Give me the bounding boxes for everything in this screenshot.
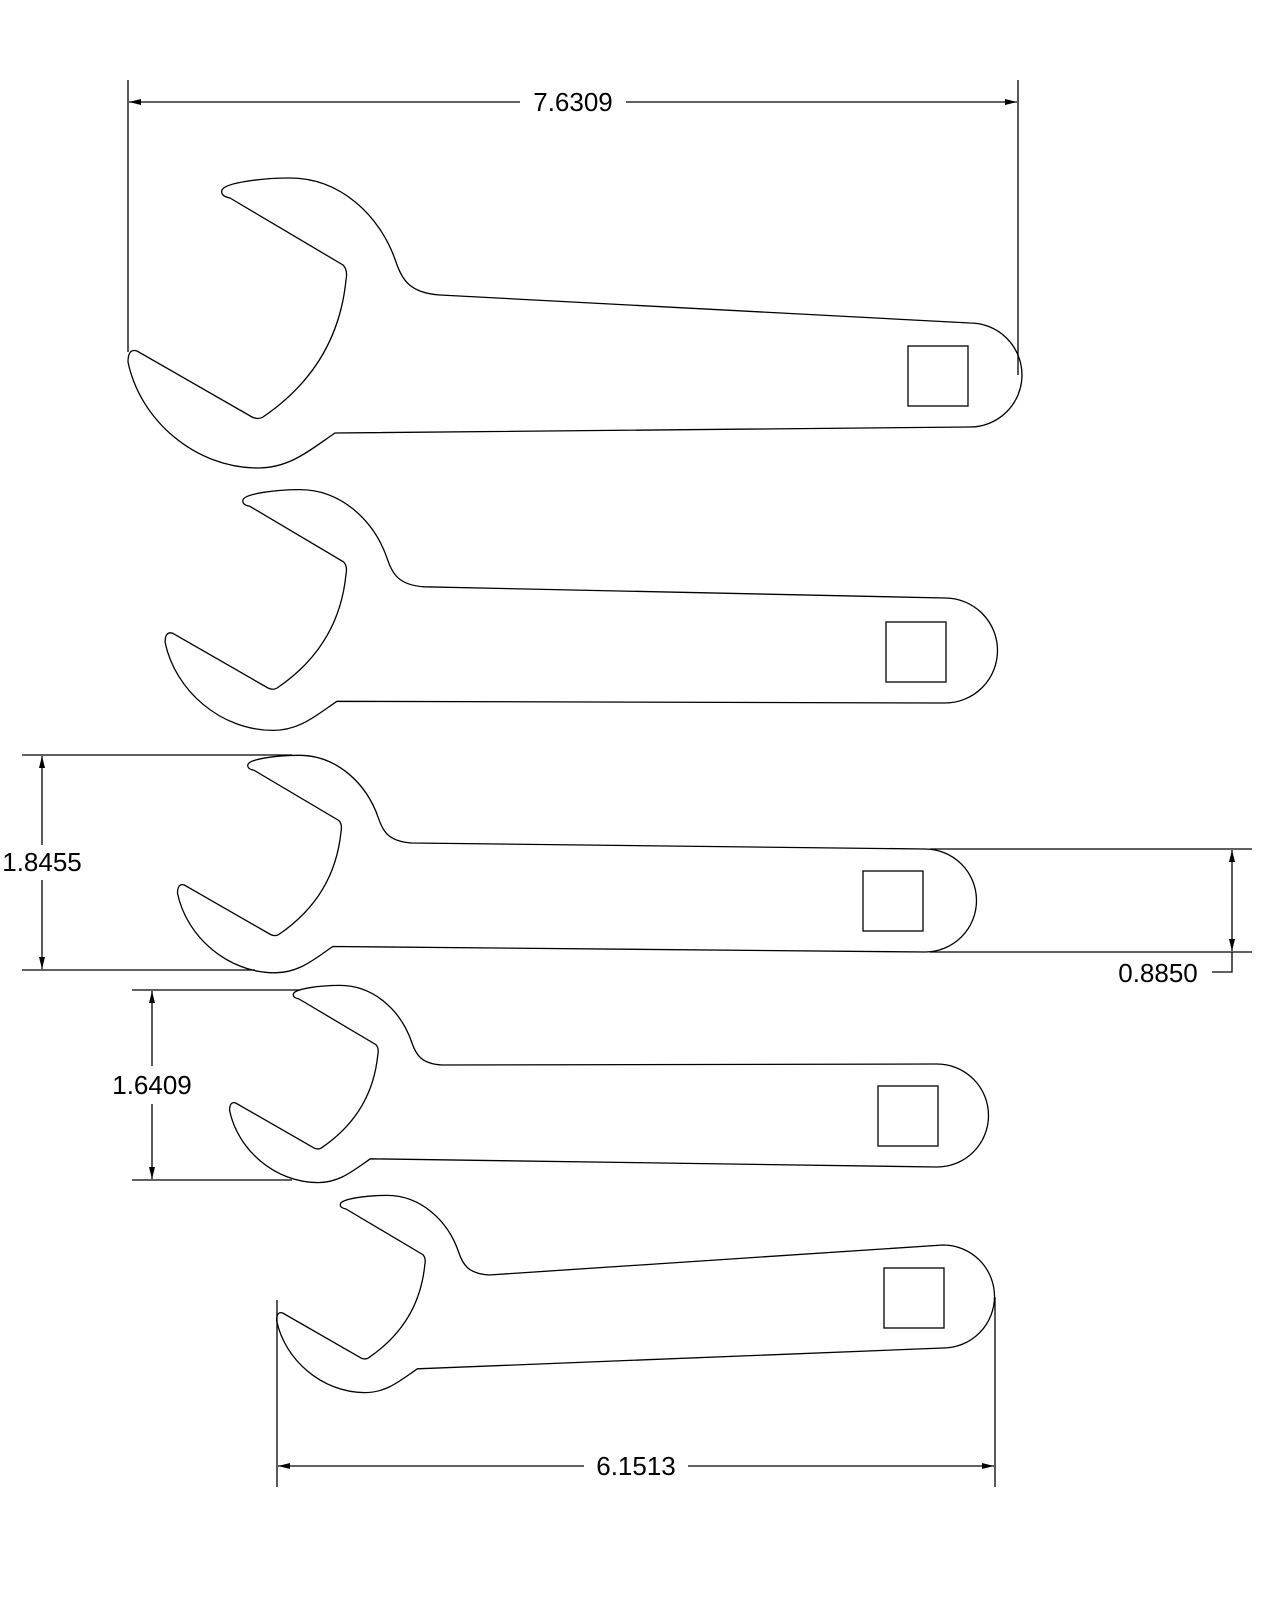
wrench-4 xyxy=(228,984,990,1184)
square-drive-hole xyxy=(862,870,924,932)
dimension-label: 1.8455 xyxy=(2,847,82,877)
wrench-1 xyxy=(127,177,1023,469)
dimension-head-height-large: 1.8455 xyxy=(0,754,292,971)
dimension-bottom-width: 6.1513 xyxy=(276,1297,996,1487)
dimension-label: 1.6409 xyxy=(112,1070,192,1100)
square-drive-hole xyxy=(885,621,947,683)
dimension-top-width: 7.6309 xyxy=(127,80,1019,375)
wrench-3 xyxy=(176,754,978,974)
wrench-outline xyxy=(176,754,978,974)
dimension-label: 6.1513 xyxy=(596,1451,676,1481)
wrench-outline xyxy=(228,984,990,1184)
dimension-head-height-medium: 1.6409 xyxy=(112,989,300,1181)
wrench-2 xyxy=(164,488,999,732)
wrench-5 xyxy=(275,1194,996,1394)
wrenches xyxy=(127,177,1023,1394)
dimension-label: 7.6309 xyxy=(533,87,613,117)
dimension-label: 0.8850 xyxy=(1118,958,1198,988)
square-drive-hole xyxy=(907,345,969,407)
dimension-handle-width: 0.8850 xyxy=(930,848,1252,988)
square-drive-hole xyxy=(883,1267,945,1329)
wrench-outline xyxy=(275,1194,996,1394)
wrench-outline xyxy=(164,488,999,732)
wrench-outline xyxy=(127,177,1023,469)
square-drive-hole xyxy=(877,1085,939,1147)
